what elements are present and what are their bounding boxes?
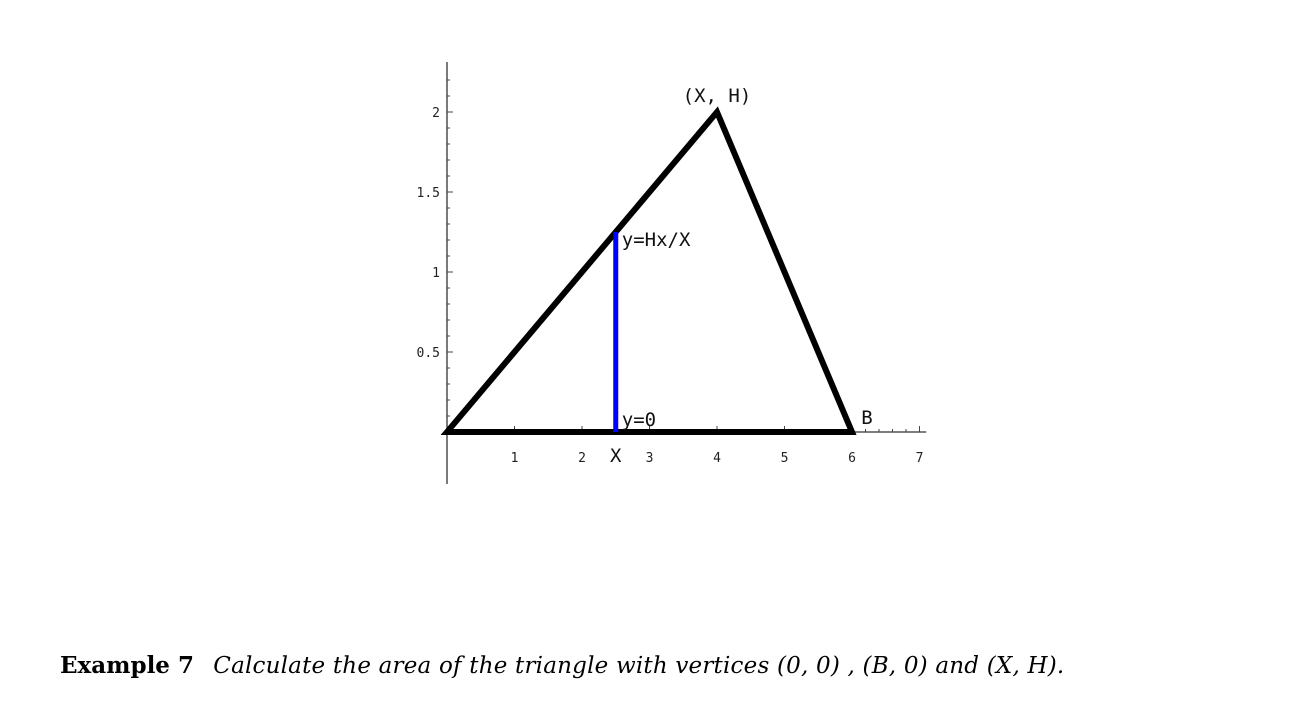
vertex-label: (X, H) [683,85,752,107]
x-tick-label: 2 [578,451,586,466]
x-tick-label: 3 [646,451,654,466]
y-tick-label: 2 [432,106,440,121]
axes [446,62,927,484]
x-tick-label: 5 [781,451,789,466]
x-tick-label: 4 [713,451,721,466]
y-tick-label: 1.5 [417,186,440,201]
y-tick-label: 0.5 [417,346,440,361]
example-text: Calculate the area of the triangle with … [213,653,1065,679]
example-label: Example 7 [60,652,194,679]
x-tick-label: 6 [848,451,856,466]
x-marker-label: X [610,445,622,467]
y-tick-label: 1 [432,266,440,281]
lower-curve-label: y=0 [622,409,656,431]
plot-labels: 1 2 3 4 5 6 7 0.5 1 1.5 2 (X, H) y=Hx/X y=0 B X [417,85,924,467]
x-tick-label: 1 [511,451,519,466]
b-label: B [861,407,872,429]
upper-curve-label: y=Hx/X [622,229,691,251]
x-tick-label: 7 [916,451,924,466]
plot-marks [440,106,857,435]
figure-caption: Example 7 Calculate the area of the tria… [60,652,1064,679]
triangle [440,106,857,435]
